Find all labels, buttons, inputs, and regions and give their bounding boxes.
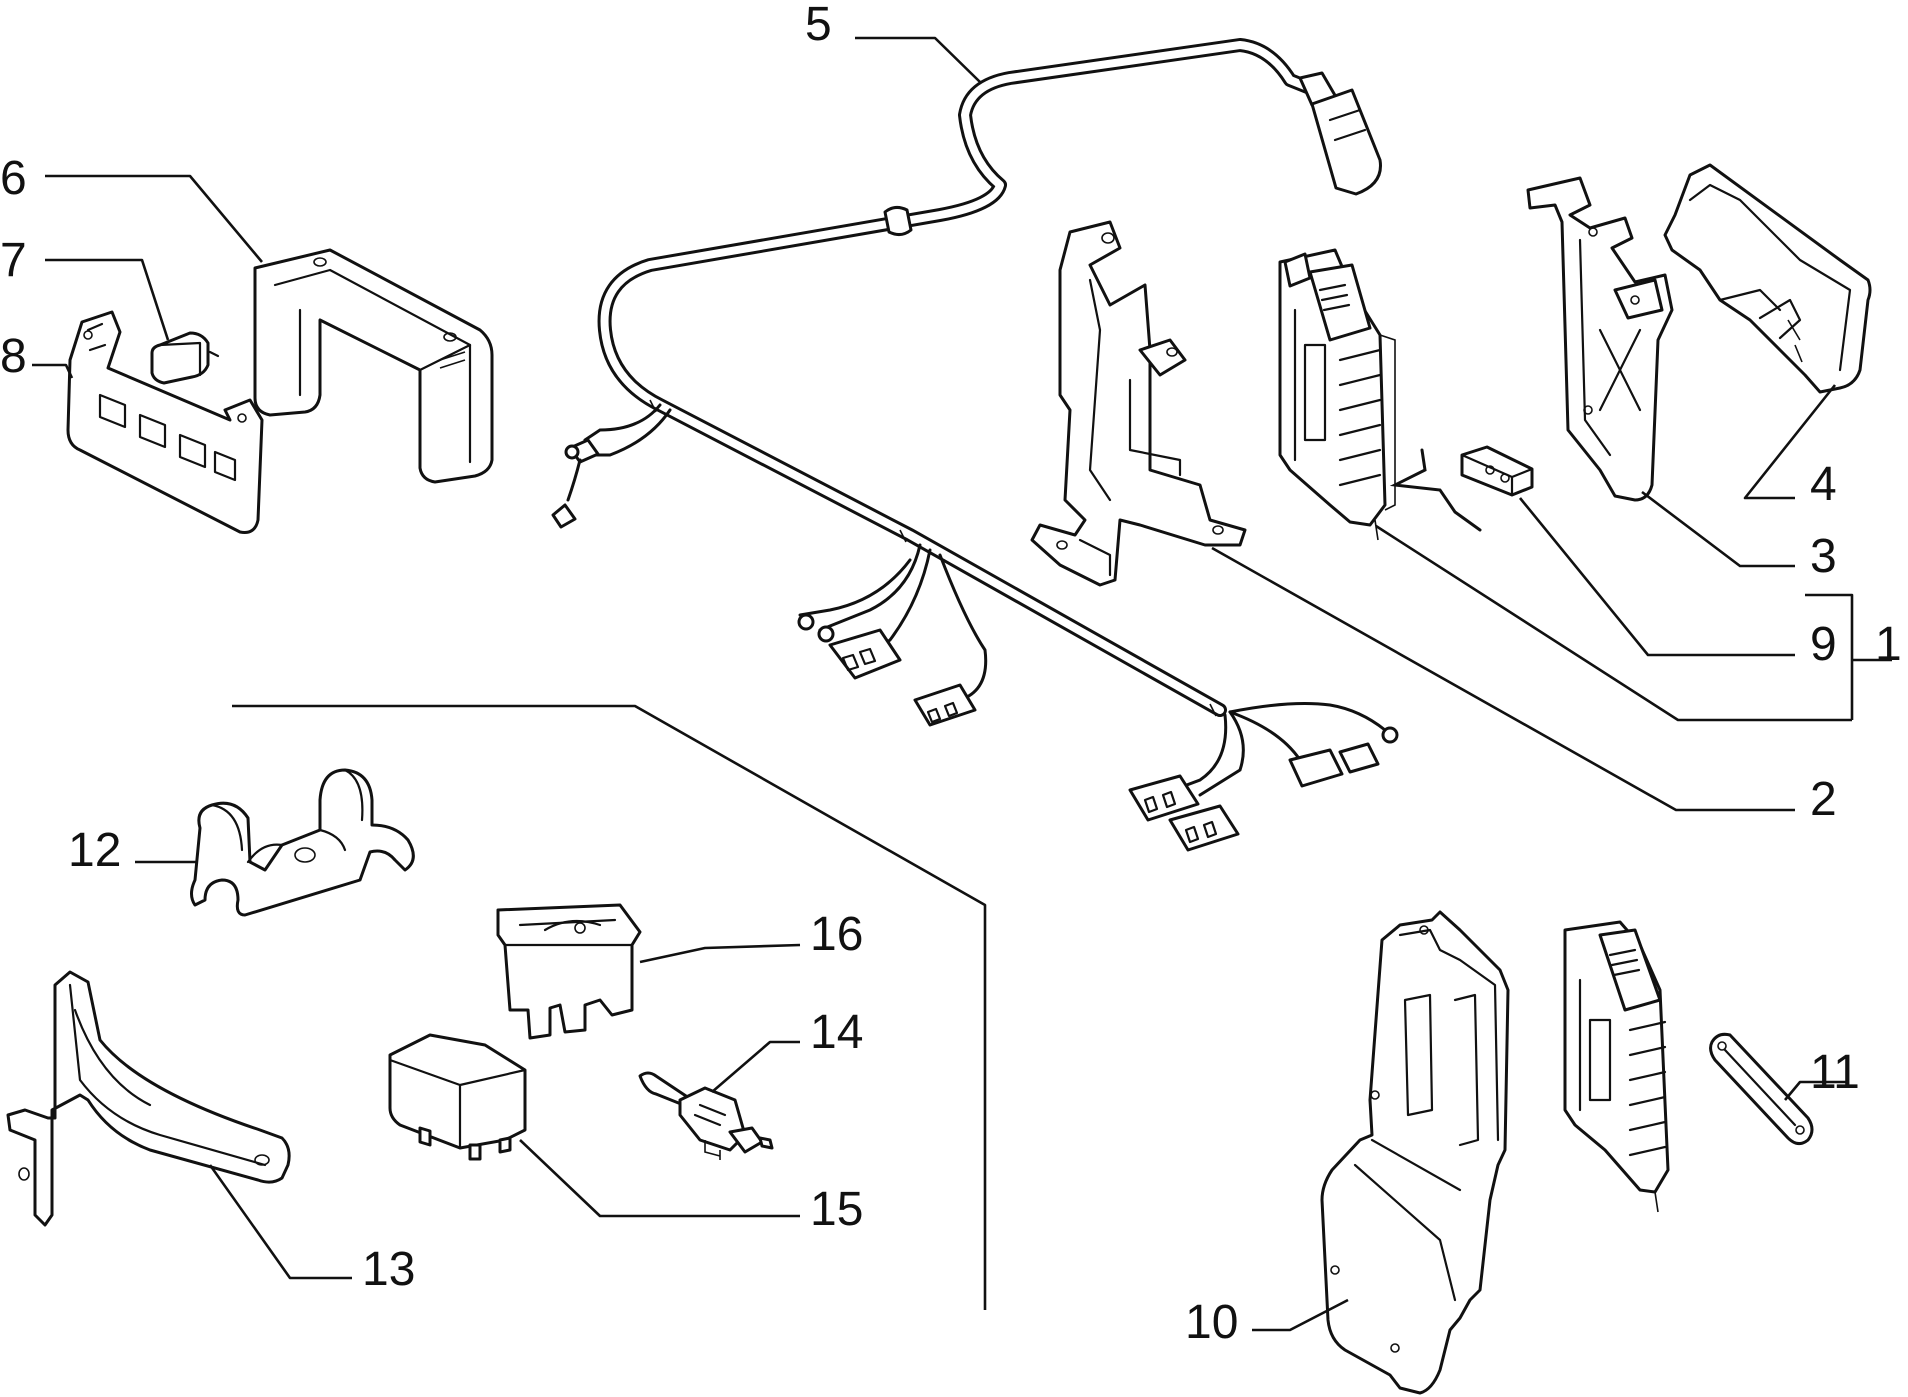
callout-8: 8 <box>0 330 27 383</box>
leader-9 <box>1518 497 1795 657</box>
callout-14: 14 <box>810 1006 863 1059</box>
leader-1-bracket <box>1805 593 1854 720</box>
callout-10: 10 <box>1185 1296 1238 1349</box>
bracket-part-11 <box>1709 1032 1814 1145</box>
callout-4: 4 <box>1810 458 1837 511</box>
cover-part-10 <box>1320 910 1510 1395</box>
leader-1-ecu <box>1375 524 1852 722</box>
callout-16: 16 <box>810 908 863 961</box>
callout-5: 5 <box>805 0 832 51</box>
callout-13: 13 <box>362 1243 415 1296</box>
relay-part-15 <box>388 1033 527 1161</box>
callout-6: 6 <box>0 152 27 205</box>
bracket-part-3 <box>1526 176 1674 502</box>
leader-15 <box>519 1139 800 1218</box>
ecu-unit <box>1563 920 1670 1213</box>
callout-11: 11 <box>1810 1046 1860 1099</box>
leader-11 <box>1784 1080 1848 1101</box>
callout-9: 9 <box>1810 618 1837 671</box>
leader-5 <box>855 36 981 83</box>
loose-wire <box>1389 448 1482 532</box>
switch-part-14 <box>638 1071 774 1160</box>
divider-line <box>232 704 987 1310</box>
module-part-9 <box>1460 445 1534 497</box>
callout-1: 1 <box>1875 618 1902 671</box>
bracket-part-8 <box>66 310 264 534</box>
callout-3: 3 <box>1810 530 1837 583</box>
callout-15: 15 <box>810 1183 863 1236</box>
leader-16 <box>639 943 801 964</box>
leader-8 <box>32 363 74 379</box>
bracket-part-13 <box>6 970 291 1227</box>
leader-2 <box>1211 546 1795 812</box>
wiring-harness-part-5 <box>551 38 1399 852</box>
callout-12: 12 <box>68 824 121 877</box>
callout-2: 2 <box>1810 773 1837 826</box>
leader-10 <box>1252 1298 1349 1332</box>
leader-4 <box>1743 384 1837 500</box>
cover-part-4 <box>1663 163 1872 394</box>
leader-3 <box>1641 490 1795 568</box>
callout-7: 7 <box>0 234 27 287</box>
leader-13 <box>208 1164 352 1280</box>
leader-7 <box>45 258 170 341</box>
relay-part-7 <box>150 331 220 385</box>
cover-part-6 <box>253 248 494 484</box>
clamp-part-12 <box>190 768 415 917</box>
bracket-part-2 <box>1030 220 1247 587</box>
fuse-part-16 <box>496 903 642 1040</box>
leader-14 <box>711 1040 800 1093</box>
ecu-part-1 <box>1278 248 1396 541</box>
leader-6 <box>45 174 263 263</box>
